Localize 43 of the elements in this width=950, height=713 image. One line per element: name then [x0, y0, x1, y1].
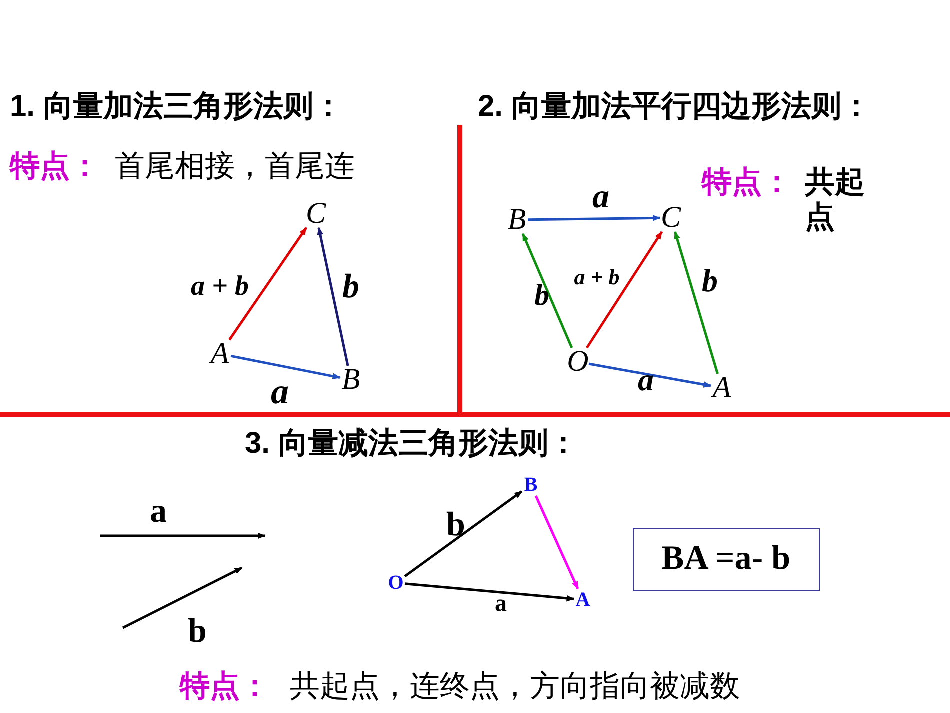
feature-text: 共起点，连终点，方向指向被减数 — [290, 670, 740, 704]
feature-label: 特点： — [10, 150, 100, 184]
point-label: A — [209, 340, 231, 368]
edge-label: b — [342, 267, 360, 307]
feature-text: 首尾相接，首尾连 — [115, 150, 355, 184]
vector-arrow — [588, 362, 712, 388]
section-heading: 1. 向量加法三角形法则： — [10, 90, 344, 124]
vector-arrow — [674, 231, 719, 374]
point-label: O — [567, 348, 589, 376]
point-label: B — [522, 474, 540, 496]
section-heading: 2. 向量加法平行四边形法则： — [478, 90, 872, 124]
point-label: C — [660, 204, 682, 232]
vector-arrow — [228, 227, 308, 341]
vector-arrow — [586, 231, 663, 349]
vector-arrow — [522, 233, 574, 348]
point-label: A — [574, 589, 592, 611]
edge-label: a — [592, 177, 610, 217]
point-label: O — [387, 572, 405, 594]
feature-label: 特点： — [702, 166, 792, 200]
edge-label: b — [702, 262, 718, 300]
vector-label: b — [188, 612, 207, 652]
edge-label: b — [446, 505, 466, 545]
edge-label: a — [495, 591, 507, 619]
vector-arrow — [404, 582, 575, 602]
edge-label: b — [534, 278, 550, 314]
point-label: B — [340, 366, 362, 394]
edge-label: a + b — [574, 264, 620, 290]
edge-label: a — [638, 362, 654, 398]
vector-arrow — [534, 495, 580, 590]
feature-label: 特点： — [180, 670, 270, 704]
feature-text: 共起点 — [805, 166, 866, 235]
vector-label: a — [150, 492, 167, 532]
formula-box: BA =a- b — [632, 528, 820, 590]
section-heading: 3. 向量减法三角形法则： — [245, 427, 578, 462]
vector-arrow — [230, 354, 341, 380]
vector-arrow — [317, 227, 350, 366]
vector-arrow — [528, 215, 661, 222]
edge-label: a + b — [191, 270, 249, 304]
vector-arrow — [404, 490, 523, 578]
edge-label: a — [271, 371, 289, 413]
point-label: C — [305, 200, 327, 228]
point-label: A — [711, 374, 733, 402]
point-label: B — [506, 206, 528, 234]
